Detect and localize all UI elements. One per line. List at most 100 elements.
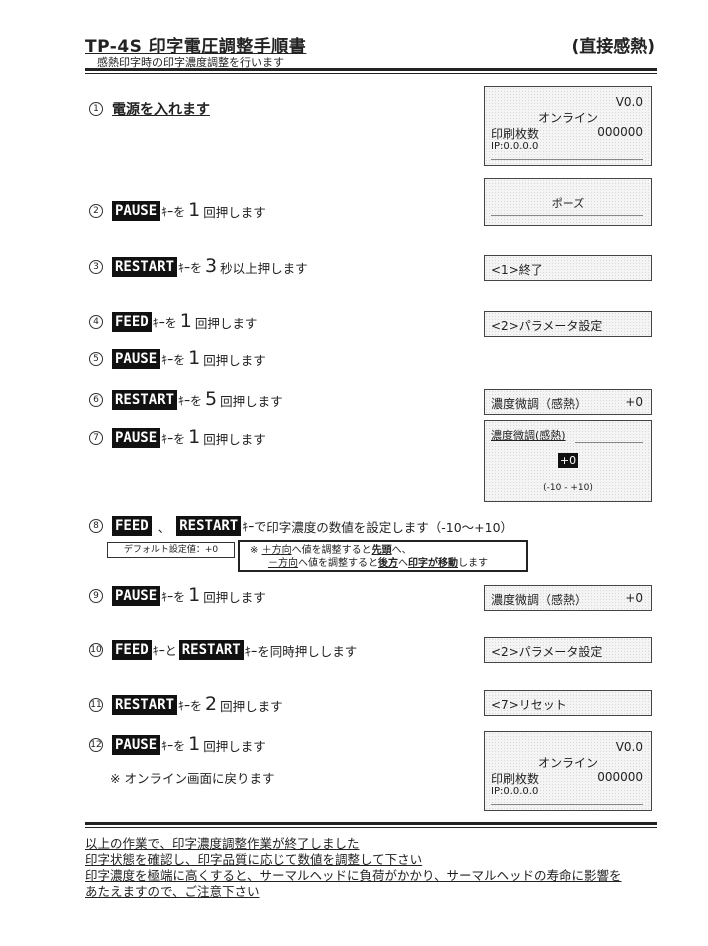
- step-number: 7: [89, 431, 103, 445]
- lcd-reset-screen: <7>リセット: [484, 690, 652, 716]
- lcd-edit-value-wrap: +0: [485, 453, 651, 468]
- press-count: 1: [179, 310, 192, 332]
- step-6: 6 RESTART ｷｰを 5 回押します: [89, 388, 283, 411]
- step-2: 2 PAUSE ｷｰを 1 回押します: [89, 199, 266, 222]
- lcd-density-label: 濃度微調（感熱）: [491, 593, 588, 607]
- document-subtitle: 感熱印字時の印字濃度調整を行います: [97, 56, 284, 69]
- step-4: 4 FEED ｷｰを 1 回押します: [89, 310, 258, 333]
- step-note-text: ※ オンライン画面に戻ります: [110, 770, 275, 786]
- lcd-count: 000000: [597, 770, 643, 784]
- lcd-end-screen: <1>終了: [484, 255, 652, 281]
- document-header: TP-4S 印字電圧調整手順書 (直接感熱) 感熱印字時の印字濃度調整を行います: [85, 30, 655, 72]
- step-12: 12 PAUSE ｷｰを 1 回押します: [89, 733, 266, 756]
- lcd-density-screen: 濃度微調（感熱） +0: [484, 389, 652, 415]
- step-number: 9: [89, 589, 103, 603]
- footer-line-4: あたえますので、ご注意下さい: [85, 884, 260, 899]
- lcd-ip: IP:0.0.0.0: [491, 786, 539, 797]
- footer-line-1: 以上の作業で、印字濃度調整作業が終了しました: [85, 836, 360, 851]
- step-number: 10: [89, 643, 103, 657]
- lcd-pause-screen: ポーズ: [484, 178, 652, 226]
- lcd-underline: [491, 804, 643, 805]
- step-text: 回押します: [194, 315, 258, 331]
- step-number: 11: [89, 698, 103, 712]
- lcd-online-screen: V0.0 オンライン 印刷枚数 000000 IP:0.0.0.0: [484, 731, 652, 811]
- note-text: へ: [398, 558, 408, 569]
- step-7: 7 PAUSE ｷｰを 1 回押します: [89, 426, 266, 449]
- step-5: 5 PAUSE ｷｰを 1 回押します: [89, 347, 266, 370]
- key-suffix: ｷｰを: [161, 589, 186, 604]
- lcd-ip: IP:0.0.0.0: [491, 141, 539, 152]
- press-count: 3: [205, 255, 218, 277]
- key-suffix: ｷｰを: [161, 738, 186, 753]
- press-count: 1: [188, 733, 201, 755]
- lcd-status: オンライン: [537, 756, 598, 770]
- step-text: 回押します: [203, 431, 266, 447]
- pause-key-icon: PAUSE: [112, 349, 161, 369]
- step-text: ｷｰを同時押しします: [244, 643, 358, 659]
- lcd-edit-range: (-10 - +10): [543, 483, 593, 493]
- press-count: 5: [205, 388, 218, 410]
- lcd-underline: [491, 215, 643, 216]
- footer-rule-thin: [85, 827, 657, 828]
- pause-key-icon: PAUSE: [112, 586, 161, 606]
- key-suffix: ｷｰを: [152, 315, 177, 330]
- direction-note: ※ ＋方向へ値を調整すると先頭へ、 －方向へ値を調整すると後方へ印字が移動します: [238, 540, 528, 572]
- press-count: 1: [188, 584, 201, 606]
- lcd-density-screen: 濃度微調（感熱） +0: [484, 585, 652, 611]
- step-text: 回押します: [203, 589, 266, 605]
- lcd-status: オンライン: [537, 111, 598, 125]
- key-suffix: ｷｰを: [161, 352, 186, 367]
- restart-key-icon: RESTART: [176, 516, 242, 536]
- note-mark: ※: [250, 545, 259, 556]
- note-text: します: [458, 558, 488, 569]
- lcd-underline: [491, 159, 643, 160]
- step-text: 回押します: [203, 738, 266, 754]
- lcd-menu-text: <2>パラメータ設定: [491, 645, 603, 659]
- pause-key-icon: PAUSE: [112, 428, 161, 448]
- footer-line-2: 印字状態を確認し、印字品質に応じて数値を調整して下さい: [85, 852, 423, 867]
- step-number: 6: [89, 393, 103, 407]
- step-text: 秒以上押します: [220, 260, 308, 276]
- step-number: 3: [89, 260, 103, 274]
- direction-note-line-1: ※ ＋方向へ値を調整すると先頭へ、: [250, 544, 526, 557]
- press-count: 1: [188, 199, 201, 221]
- step-1: 1 電源を入れます: [89, 98, 210, 120]
- header-rule: [85, 68, 657, 71]
- step-number: 5: [89, 352, 103, 366]
- key-suffix: ｷｰを: [161, 431, 186, 446]
- lcd-density-edit-screen: 濃度微調(感熱) +0 (-10 - +10): [484, 420, 652, 502]
- lcd-count-label: 印刷枚数: [491, 772, 540, 786]
- lcd-count-label: 印刷枚数: [491, 127, 540, 141]
- step-text: 回押します: [203, 204, 266, 220]
- step-3: 3 RESTART ｷｰを 3 秒以上押します: [89, 255, 308, 278]
- note-print-move: 印字が移動: [408, 558, 458, 569]
- note-text: へ値を調整すると: [298, 558, 378, 569]
- note-text: へ、: [391, 545, 412, 556]
- footer-rule: [85, 822, 657, 825]
- lcd-count: 000000: [597, 125, 643, 139]
- press-count: 1: [188, 347, 201, 369]
- step-number: 2: [89, 204, 103, 218]
- key-suffix: ｷｰと: [152, 643, 177, 658]
- lcd-menu-text: <2>パラメータ設定: [491, 319, 603, 333]
- note-text: へ値を調整すると: [291, 545, 372, 556]
- print-mode-label: (直接感熱): [571, 37, 655, 57]
- step-number: 4: [89, 315, 103, 329]
- document-title: TP-4S 印字電圧調整手順書: [85, 37, 307, 57]
- step-text: 回押します: [203, 352, 266, 368]
- header-rule-thin: [85, 73, 657, 74]
- restart-key-icon: RESTART: [112, 390, 178, 410]
- step-11: 11 RESTART ｷｰを 2 回押します: [89, 693, 283, 716]
- press-count: 2: [205, 693, 218, 715]
- direction-note-line-2: －方向へ値を調整すると後方へ印字が移動します: [250, 557, 526, 570]
- step-number: 1: [89, 102, 103, 116]
- default-value-note: デフォルト設定値：+0: [107, 542, 235, 558]
- step-8: 8 FEED 、 RESTART ｷｰで 印字濃度の数値を設定します（-10～+…: [89, 515, 513, 537]
- key-suffix: ｷｰで: [242, 519, 267, 534]
- lcd-menu-text: <7>リセット: [491, 698, 567, 712]
- step-text: 回押します: [220, 698, 283, 714]
- key-suffix: ｷｰを: [178, 260, 203, 275]
- note-back: 後方: [378, 558, 398, 569]
- step-text: 電源を入れます: [112, 102, 210, 118]
- pause-key-icon: PAUSE: [112, 735, 161, 755]
